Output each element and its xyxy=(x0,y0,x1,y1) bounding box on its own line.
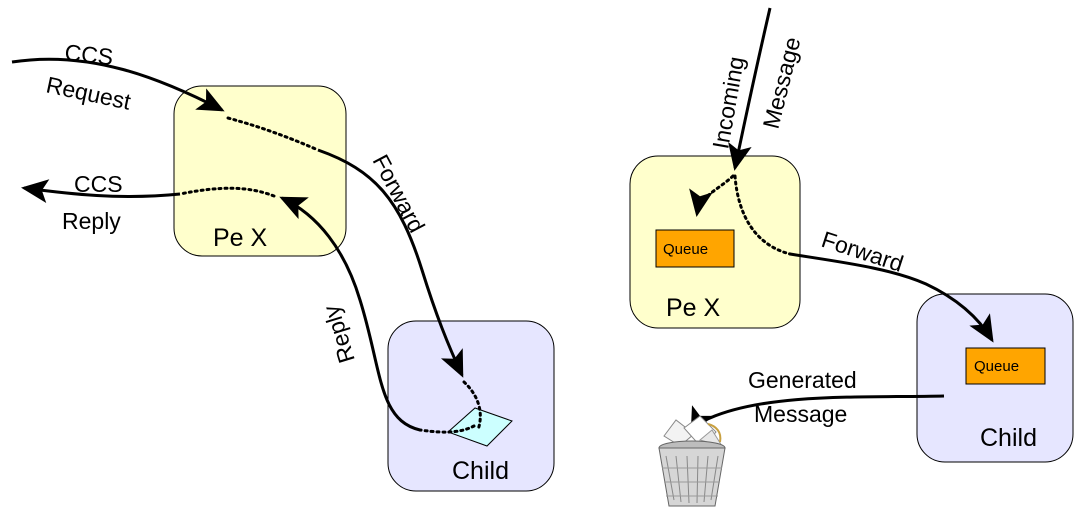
forward-label-right: Forward xyxy=(818,226,906,277)
forward-label-left: Forward xyxy=(368,150,431,237)
left-diagram: Pe X Child CCS Request CCS Reply Forward… xyxy=(11,39,555,492)
incoming-arrow xyxy=(728,7,772,171)
forward-dotted-end xyxy=(462,380,482,432)
reply-label-left: Reply xyxy=(318,302,360,366)
ccs-reply-arrow xyxy=(21,179,181,204)
right-diagram: Pe X Queue Child Queue Incoming Message … xyxy=(629,7,1074,507)
pe-x-label-right: Pe X xyxy=(666,294,721,322)
queue-label-child: Queue xyxy=(974,358,1019,375)
ccs-reply-label-1: CCS xyxy=(74,171,123,197)
ccs-request-arrow xyxy=(11,57,225,112)
request-dotted-path xyxy=(226,116,320,152)
reply-arrow-left xyxy=(279,196,421,432)
reply-dotted-start xyxy=(418,424,476,434)
child-node-left xyxy=(387,320,555,492)
queue-box-main xyxy=(655,229,735,268)
ccs-request-label-1: CCS xyxy=(63,39,114,70)
forward-arrow-left xyxy=(317,148,464,378)
forward-arrow-right xyxy=(789,252,994,343)
queue-label-main: Queue xyxy=(663,241,708,258)
queue-box-child xyxy=(965,347,1046,385)
ccs-reply-label-2: Reply xyxy=(62,208,121,234)
generated-label-1: Generated xyxy=(748,367,857,393)
pe-x-label-left: Pe X xyxy=(213,224,268,252)
child-label-left: Child xyxy=(452,457,509,485)
trash-can-icon xyxy=(658,415,726,507)
incoming-dotted-to-forward xyxy=(733,174,792,256)
reply-dotted-mid xyxy=(178,186,276,198)
generated-label-2: Message xyxy=(754,401,847,427)
child-label-right: Child xyxy=(980,424,1037,452)
ccs-request-label-2: Request xyxy=(44,71,134,114)
incoming-label-2: Message xyxy=(758,34,806,131)
incoming-dotted-to-queue xyxy=(689,174,735,217)
